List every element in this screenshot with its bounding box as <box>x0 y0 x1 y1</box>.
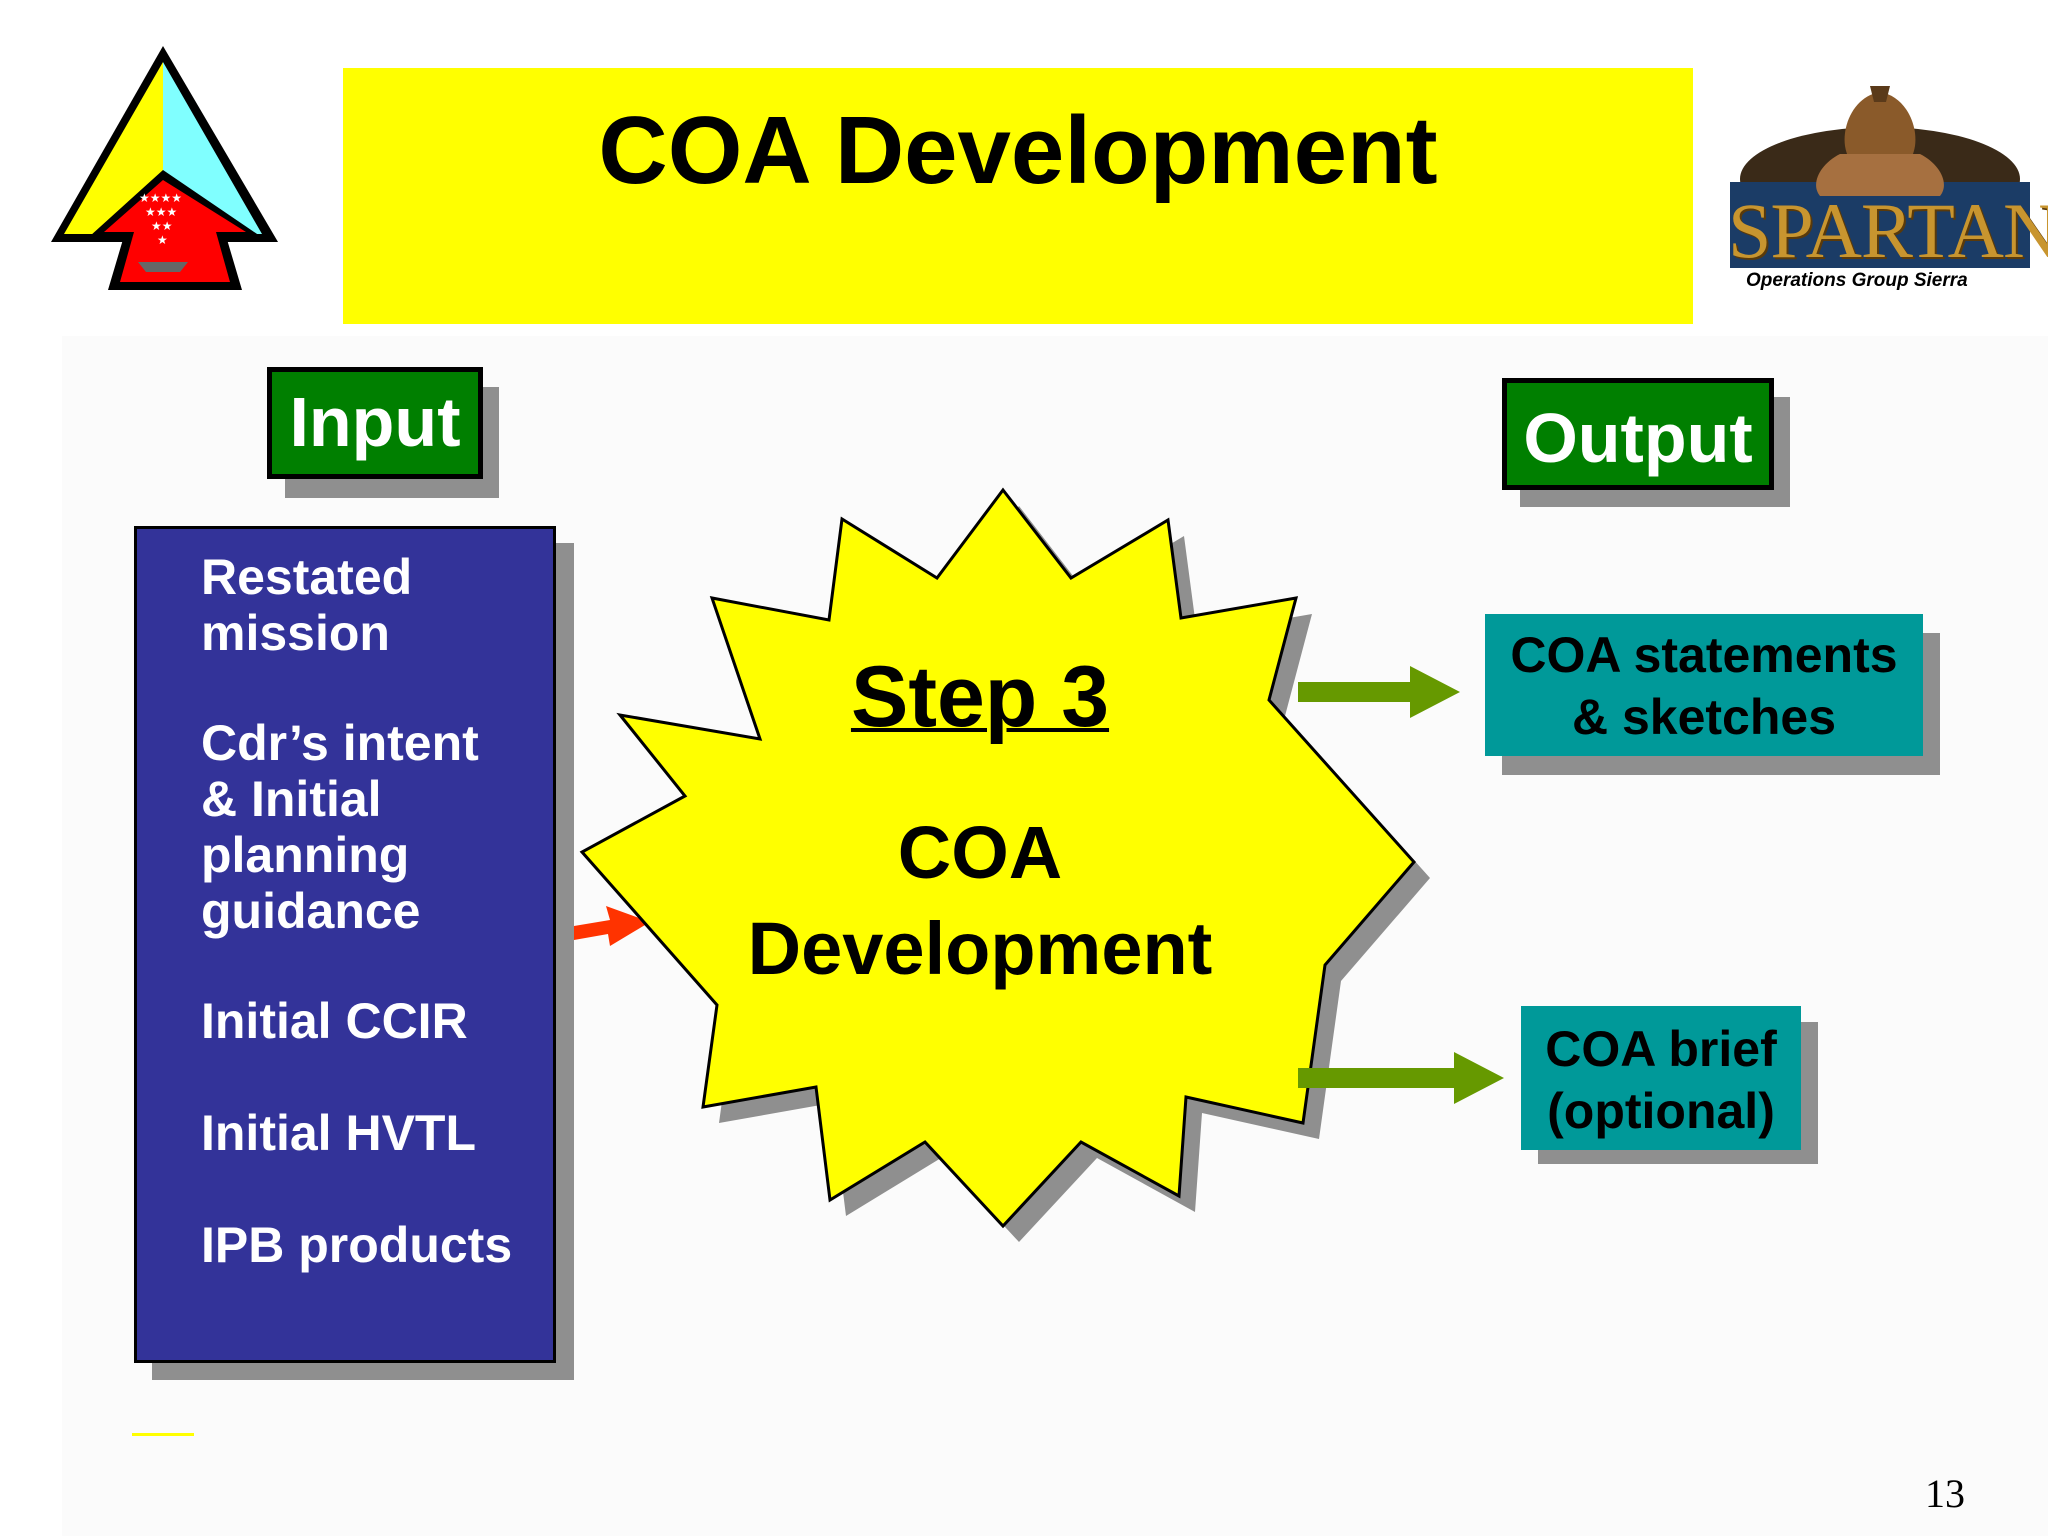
page-title: COA Development <box>598 97 1438 204</box>
svg-text:★★: ★★ <box>151 219 173 233</box>
input-item: Initial CCIR <box>201 993 468 1049</box>
output-text: (optional) <box>1547 1083 1775 1139</box>
army-emblem-logo: ★★★★ ★★★ ★★ ★ <box>51 46 278 290</box>
input-item: IPB products <box>201 1217 513 1273</box>
step-name-line2: Development <box>747 907 1213 990</box>
input-item: Initial HVTL <box>201 1105 476 1161</box>
input-label: Input <box>267 367 483 479</box>
output-text: COA statements <box>1510 627 1898 683</box>
input-item: planning <box>201 827 410 883</box>
output-label: Output <box>1502 378 1774 490</box>
title-banner: COA Development <box>343 68 1693 324</box>
output-text: COA brief <box>1545 1021 1777 1077</box>
input-item: guidance <box>201 883 421 939</box>
output-coa-brief: COA brief (optional) <box>1521 1006 1801 1150</box>
input-arrow <box>574 906 650 946</box>
step-number: Step 3 <box>850 649 1110 745</box>
decor-line <box>132 1433 194 1436</box>
output-coa-statements: COA statements & sketches <box>1485 614 1923 756</box>
spartan-subtitle: Operations Group Sierra <box>1746 270 1968 291</box>
input-list-box: Restated mission Cdr’s intent & Initial … <box>134 526 556 1363</box>
output-text: & sketches <box>1571 689 1837 745</box>
spartan-wordmark: SPARTAN <box>1728 187 2048 274</box>
spartan-logo-graphic <box>1730 86 2030 268</box>
input-item: mission <box>201 605 390 661</box>
input-item: & Initial <box>201 771 382 827</box>
svg-text:★★★: ★★★ <box>145 205 177 219</box>
input-item: Restated <box>201 549 413 605</box>
svg-text:★: ★ <box>157 233 168 247</box>
svg-text:★★★★: ★★★★ <box>139 191 182 205</box>
output-arrow-statements <box>1298 666 1460 718</box>
page-number: 13 <box>1925 1471 1965 1516</box>
step-star <box>579 487 1416 1229</box>
step-name-line1: COA <box>897 811 1063 894</box>
output-arrow-brief <box>1298 1052 1504 1104</box>
input-item: Cdr’s intent <box>201 715 479 771</box>
